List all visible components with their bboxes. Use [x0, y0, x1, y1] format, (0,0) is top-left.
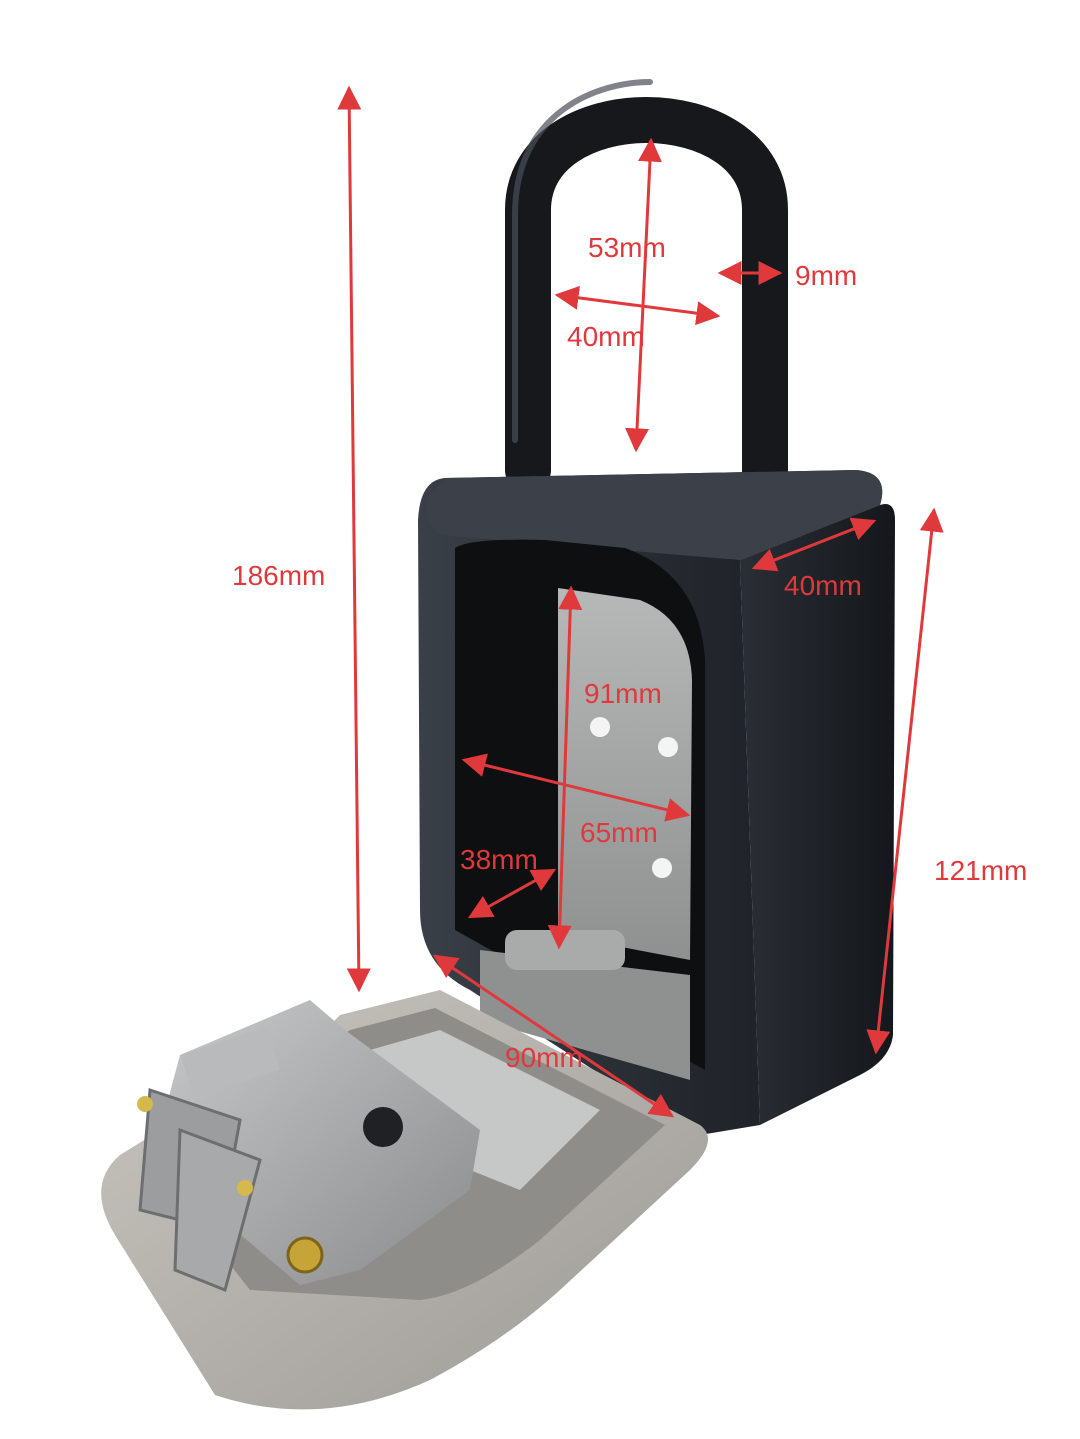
shackle	[505, 97, 788, 533]
mounting-hole	[652, 858, 672, 878]
arrow-lid-length	[433, 954, 674, 1118]
label-body-depth: 40mm	[784, 570, 862, 601]
mounting-hole	[658, 737, 678, 757]
screw	[286, 1236, 324, 1274]
shackle-highlight	[512, 79, 653, 443]
arrow-overall-height	[337, 85, 371, 993]
hinge-knuckle	[505, 930, 625, 970]
label-sticker	[363, 1107, 403, 1147]
label-body-height: 121mm	[934, 855, 1027, 886]
screw	[137, 1096, 153, 1112]
dimension-labels: 186mm 53mm 9mm 40mm 40mm 121mm 91mm 65mm…	[232, 232, 1027, 1073]
label-overall-height: 186mm	[232, 560, 325, 591]
label-lid-length: 90mm	[505, 1042, 583, 1073]
arrow-interior-width	[461, 753, 691, 822]
arrow-interior-depth	[467, 868, 557, 919]
label-interior-depth: 38mm	[460, 844, 538, 875]
arrow-shackle-height	[625, 137, 662, 453]
arrow-shackle-inner-width	[554, 285, 721, 326]
label-interior-height: 91mm	[584, 678, 662, 709]
arrow-body-height	[866, 507, 944, 1055]
interior-back-wall	[558, 588, 692, 960]
lockbox-side	[740, 504, 895, 1125]
screw	[237, 1180, 253, 1196]
label-shackle-height: 53mm	[588, 232, 666, 263]
mounting-hole	[590, 717, 610, 737]
label-shackle-thickness: 9mm	[795, 260, 857, 291]
label-interior-width: 65mm	[580, 817, 658, 848]
label-shackle-inner-width: 40mm	[567, 321, 645, 352]
dial-clip	[173, 1127, 262, 1293]
dimension-annotations	[337, 85, 944, 1118]
mechanism-block	[180, 1027, 280, 1098]
lockbox	[101, 79, 895, 1410]
arrow-body-depth	[751, 517, 877, 572]
